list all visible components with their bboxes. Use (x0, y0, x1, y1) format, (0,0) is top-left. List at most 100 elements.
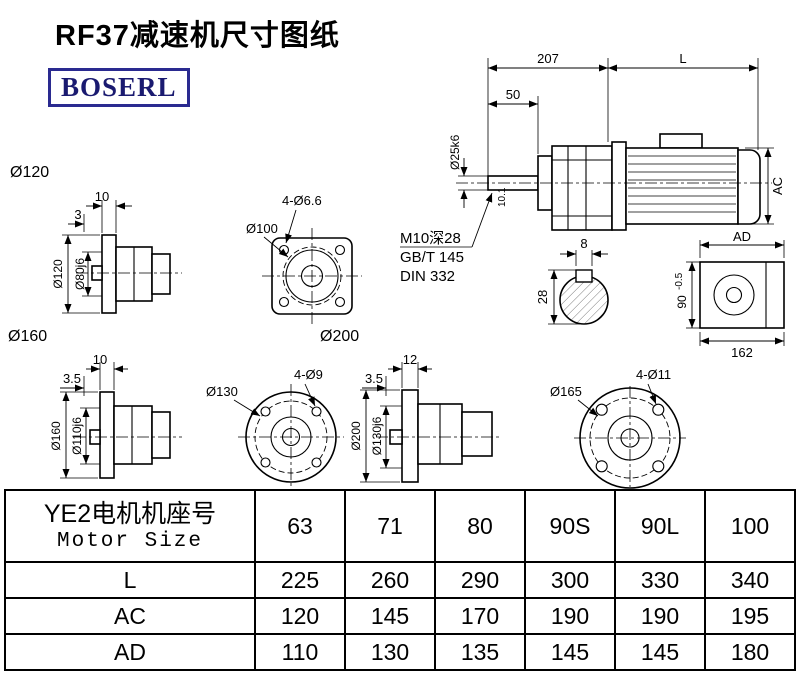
top-view-shaft-circle (725, 286, 743, 304)
dim-90-label: 90 (675, 295, 689, 309)
flange160-front-view: Ø130 4-Ø9 (206, 367, 344, 488)
main-assembly-view: 207 L 50 Ø25k6 10.1 (400, 51, 785, 285)
gear-housing-details (552, 146, 612, 230)
size-100: 100 (704, 489, 796, 563)
dim-L-label: L (679, 51, 686, 66)
key-section (575, 269, 593, 283)
bc165-label: Ø165 (550, 384, 582, 399)
dia-110j6-label: Ø110j6 (70, 417, 84, 455)
AC-100: 195 (704, 597, 796, 635)
length-dimensions: 207 L (487, 51, 759, 176)
shaft-section-circle (559, 275, 609, 325)
flange200-front-view: Ø165 4-Ø11 (550, 367, 686, 489)
table-row-AC: AC 120 145 170 190 190 195 (4, 597, 796, 635)
AD-100: 180 (704, 633, 796, 671)
L-71: 260 (344, 561, 436, 599)
flange200-diameter-dims: Ø200 Ø130j6 (349, 389, 402, 483)
terminal-box (659, 133, 703, 149)
AD-71: 130 (344, 633, 436, 671)
table-row-AD: AD 110 130 135 145 145 180 (4, 633, 796, 671)
shaft-key-section-view: 8 28 (535, 236, 609, 325)
dia-160-label: Ø160 (49, 421, 63, 451)
motor-size-header-cell: YE2电机机座号 Motor Size (4, 489, 256, 563)
AC-90S: 190 (524, 597, 616, 635)
gear-housing (551, 145, 613, 231)
row-label-AD: AD (4, 633, 256, 671)
flange200-plate (401, 389, 419, 483)
flange200-side-view: Ø200 12 3.5 Ø200 (320, 328, 500, 483)
shaft-length-dimension: 50 (488, 87, 539, 154)
dim-3-label: 3 (74, 207, 81, 222)
tapped-hole-notes: M10深28 GB/T 145 DIN 332 (400, 192, 493, 285)
size-71: 71 (344, 489, 436, 563)
dia-80j6-label: Ø80j6 (73, 258, 87, 290)
key-height-dimension: 28 (535, 269, 584, 325)
holes-9-label: 4-Ø9 (294, 367, 323, 382)
dim-10-label: 10 (95, 189, 109, 204)
dim-162-label: 162 (731, 345, 753, 360)
flange200-body-step (461, 411, 493, 457)
L-100: 340 (704, 561, 796, 599)
holes-6_6-label: 4-Ø6.6 (282, 193, 322, 208)
holes-11-label: 4-Ø11 (636, 367, 671, 382)
dim-AC-label: AC (770, 177, 785, 195)
view-label-120: Ø120 (10, 164, 49, 181)
L-90S: 300 (524, 561, 616, 599)
flange160-body-step (151, 411, 171, 459)
AC-71: 145 (344, 597, 436, 635)
L-90L: 330 (614, 561, 706, 599)
bc130-label: Ø130 (206, 384, 238, 399)
size-90S: 90S (524, 489, 616, 563)
gearbox-top-view: AD 90 -0.5 162 (674, 229, 785, 360)
bc100-label: Ø100 (246, 221, 278, 236)
dim-28-label: 28 (535, 290, 550, 304)
flange120-body-step (151, 253, 171, 295)
AC-63: 120 (254, 597, 346, 635)
dim-AD-label: AD (733, 229, 751, 244)
flange120-side-view: Ø120 10 3 Ø120 (10, 164, 182, 314)
AD-90S: 145 (524, 633, 616, 671)
table-header-row: YE2电机机座号 Motor Size 63 71 80 90S 90L 100 (4, 489, 796, 563)
shaft-diameter-dimension: Ø25k6 10.1 (448, 134, 508, 208)
L-80: 290 (434, 561, 526, 599)
AD-63: 110 (254, 633, 346, 671)
dim-35-label-160: 3.5 (63, 371, 81, 386)
flange160-thickness-dims: 10 3.5 (60, 352, 128, 396)
dim-90-tolerance: -0.5 (674, 272, 685, 290)
flange160-plate (99, 391, 115, 479)
AC-80: 170 (434, 597, 526, 635)
L-63: 225 (254, 561, 346, 599)
dim-207-label: 207 (537, 51, 559, 66)
flange120-front-view: Ø100 4-Ø6.6 (246, 193, 362, 324)
row-label-L: L (4, 561, 256, 599)
height-90-dimension: 90 -0.5 (674, 261, 700, 329)
flange120-diameter-dims: Ø120 Ø80j6 (51, 234, 102, 314)
motor-size-header-cn: YE2电机机座号 (43, 499, 217, 528)
shaft-diameter-label: Ø25k6 (448, 134, 462, 170)
dia-120-label: Ø120 (51, 259, 65, 289)
size-80: 80 (434, 489, 526, 563)
dim-50-label: 50 (506, 87, 520, 102)
note-tap-label: M10深28 (400, 230, 461, 247)
fan-cover (737, 149, 761, 225)
key-note-label: 10.1 (497, 187, 508, 207)
note-din-label: DIN 332 (400, 268, 455, 285)
flange200-thickness-dims: 12 3.5 (362, 352, 432, 396)
motor-size-header-en: Motor Size (56, 530, 204, 554)
AD-80: 135 (434, 633, 526, 671)
width-162-dimension: 162 (699, 332, 785, 360)
AD-90L: 145 (614, 633, 706, 671)
dim-8-label: 8 (580, 236, 587, 251)
top-view-flange-circle (713, 274, 755, 316)
dim-10-label-160: 10 (93, 352, 107, 367)
flange120-thickness-dims: 10 3 (68, 189, 132, 233)
page-title: RF37减速机尺寸图纸 (55, 20, 340, 52)
logo-text: BOSERL (61, 72, 177, 102)
motor-flange (611, 141, 627, 231)
view-label-160: Ø160 (8, 328, 47, 345)
dim-35-label-200: 3.5 (365, 371, 383, 386)
note-gb-label: GB/T 145 (400, 249, 464, 266)
motor-body (625, 147, 739, 225)
ad-dimension: AD (699, 229, 785, 258)
